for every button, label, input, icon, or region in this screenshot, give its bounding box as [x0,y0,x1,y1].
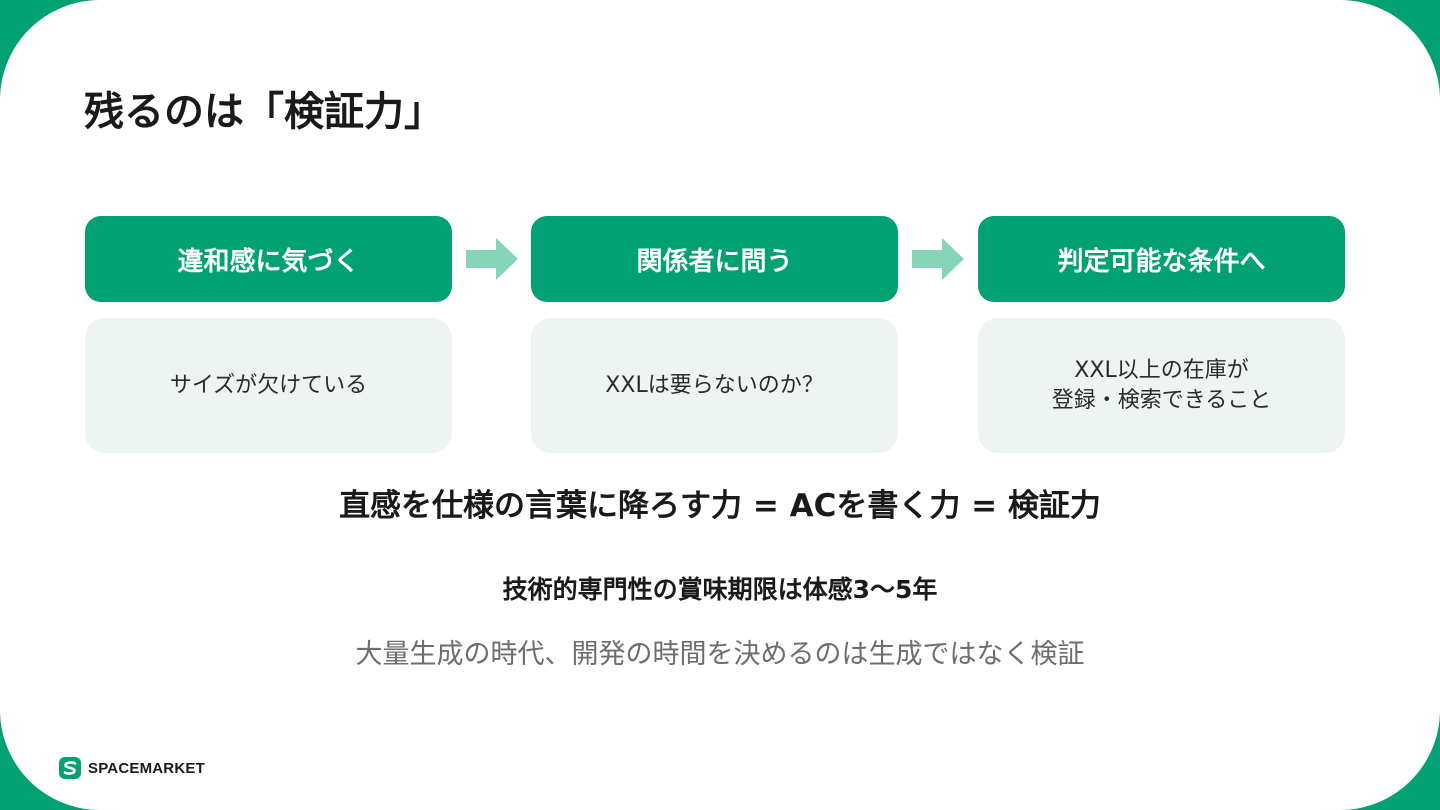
slide-title: 残るのは「検証力」 [84,89,444,135]
step-2-body-line-1: XXLは要らないのか？ [605,372,824,398]
step-3-body-line-2: 登録・検索できること [1051,387,1272,413]
main-statement: 直感を仕様の言葉に降ろす力 = ACを書く力 = 検証力 [339,488,1101,524]
step-3-body: XXL以上の在庫が 登録・検索できること [978,318,1345,453]
step-2-header: 関係者に問う [531,216,898,302]
brand-logo: SPACEMARKET [58,755,205,781]
step-2-body: XXLは要らないのか？ [531,318,898,453]
arrow-right-icon [466,238,518,280]
note-statement: 大量生成の時代、開発の時間を決めるのは生成ではなく検証 [355,639,1085,670]
brand-name: SPACEMARKET [88,759,205,777]
sub-statement: 技術的専門性の賞味期限は体感3〜5年 [502,575,938,604]
step-1-body: サイズが欠けている [85,318,452,453]
step-1-body-line-1: サイズが欠けている [169,372,368,398]
spacemarket-logo-icon [59,757,81,779]
step-1-header: 違和感に気づく [85,216,452,302]
step-3-header: 判定可能な条件へ [978,216,1345,302]
step-3-body-line-1: XXL以上の在庫が [1074,357,1249,383]
arrow-right-icon [912,238,964,280]
